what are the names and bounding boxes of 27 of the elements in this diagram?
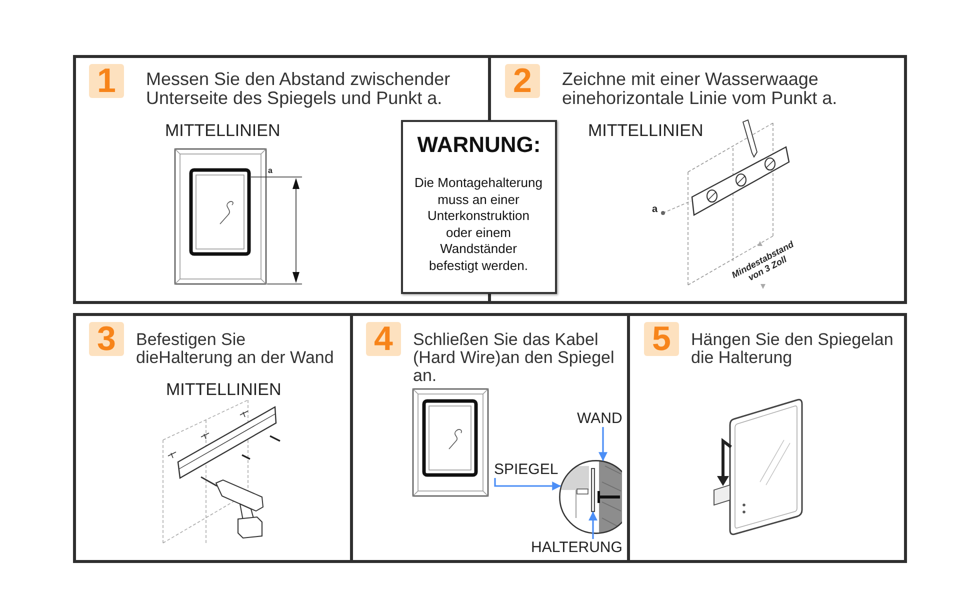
instruction-text: Schließen Sie das Kabel (Hard Wire)an den Spiegel an. [413,331,616,385]
instruction-text: Befestigen Sie dieHalterung an der Wand [136,331,335,367]
callout-label: SPIEGEL [494,461,558,478]
step-panel [627,313,907,563]
instruction-text: Zeichne mit einer Wasserwaage einehorizontale Linie vom Punkt a. [562,70,838,108]
point-label: a [652,204,658,215]
point-label: a [268,166,272,175]
diagram-heading: MITTELLINIEN [165,121,280,140]
warning-text: Die Montagehalterung muss an einer Unterkonstruktion oder einem Wandständer befestigt werden. [414,175,543,274]
warning-box [401,120,557,294]
step-panel [350,313,630,563]
diagram-heading: MITTELLINIEN [166,380,282,399]
step-number: 3 [89,322,124,356]
leader-arrow [598,427,608,462]
instruction-text: Messen Sie den Abstand zwischender Unterseite des Spiegels und Punkt a. [146,70,452,108]
step-number: 1 [89,64,124,98]
instruction-text: Hängen Sie den Spiegelan die Halterung [691,331,894,367]
step-number: 5 [644,322,679,356]
warning-heading: WARNUNG: [416,132,542,158]
step-number: 4 [366,322,401,356]
diagram-heading: MITTELLINIEN [588,121,704,140]
step-panel [73,313,353,563]
step-number: 2 [505,64,540,98]
callout-label: HALTERUNG [531,539,622,556]
callout-label: WAND [577,410,622,427]
leader-arrow [494,478,562,490]
bracket-part [591,468,595,512]
